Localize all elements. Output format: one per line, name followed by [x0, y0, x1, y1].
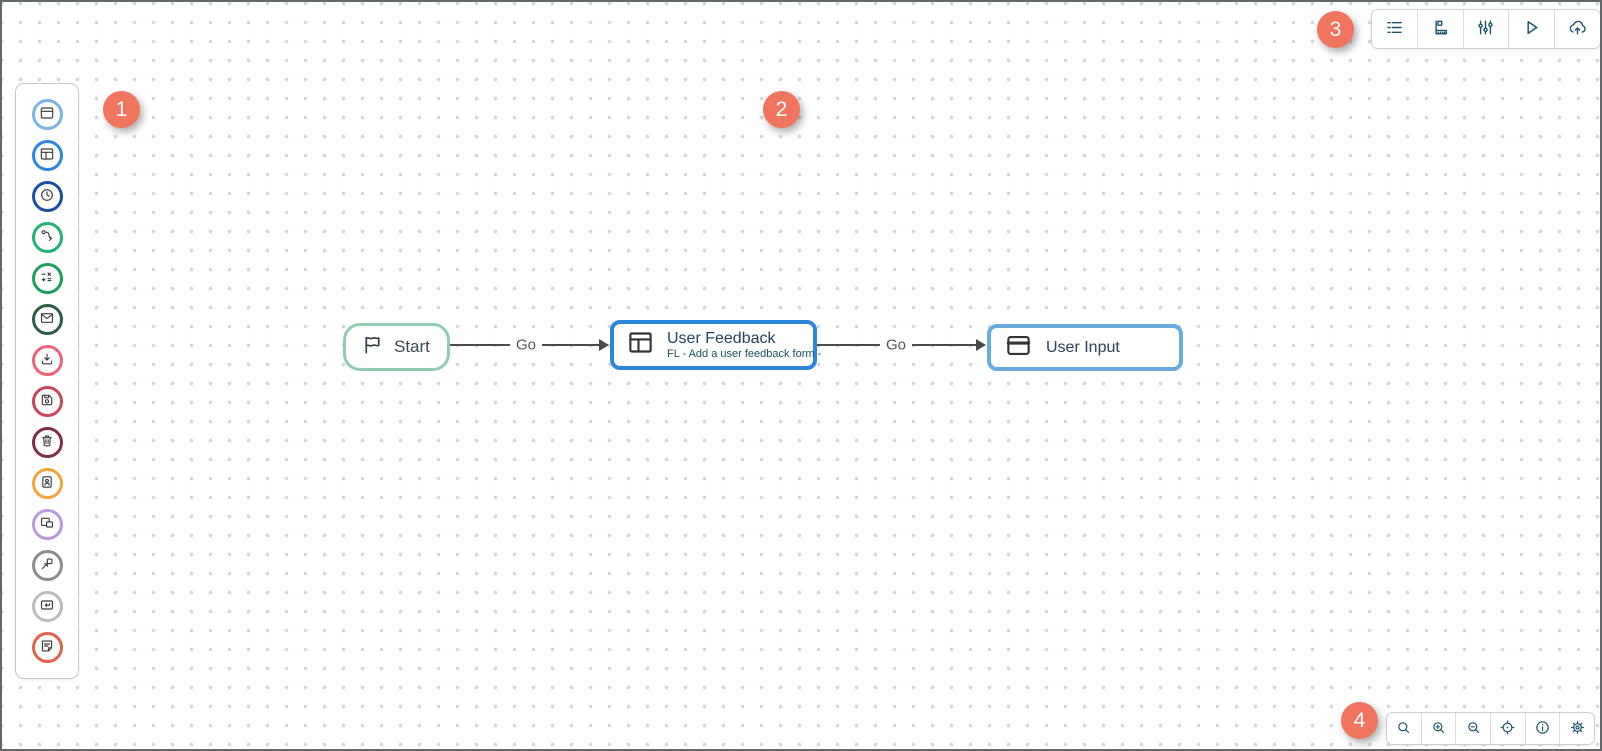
- palette-item-picture-in-picture[interactable]: [31, 509, 63, 540]
- fit-view-button[interactable]: [1491, 713, 1526, 744]
- clock-icon: [39, 187, 55, 206]
- waypoints-icon: [39, 228, 55, 247]
- run-button[interactable]: [1509, 10, 1556, 48]
- node-user-feedback-subtitle: FL - Add a user feedback form -: [667, 348, 822, 361]
- node-palette: [15, 83, 79, 679]
- outline-list-button[interactable]: [1372, 10, 1418, 48]
- flag-icon: [361, 333, 384, 361]
- palette-item-delete[interactable]: [31, 427, 63, 458]
- zoom-out-icon: [1465, 719, 1482, 739]
- publish-button[interactable]: [1555, 10, 1600, 48]
- sliders-icon: [1475, 17, 1496, 41]
- window-icon: [39, 105, 55, 124]
- annotation-marker-3: 3: [1317, 11, 1354, 48]
- edge-label-go-2: Go: [879, 336, 913, 354]
- info-icon: [1534, 719, 1551, 739]
- settings-gear-icon: [1569, 719, 1586, 739]
- list-icon: [1384, 17, 1405, 41]
- board-ruler-icon: [1430, 17, 1451, 41]
- palette-item-open-external[interactable]: [31, 550, 63, 581]
- palette-item-email[interactable]: [31, 304, 63, 335]
- node-user-input[interactable]: User Input: [987, 324, 1183, 371]
- input-card-icon: [1005, 332, 1032, 364]
- edge-label-go-1: Go: [509, 336, 543, 354]
- search-icon: [1395, 719, 1412, 739]
- search-button[interactable]: [1387, 713, 1422, 744]
- annotation-marker-1: 1: [103, 91, 140, 128]
- palette-item-enter[interactable]: [31, 591, 63, 622]
- arrowhead-icon: [976, 339, 986, 351]
- table-layout-icon: [627, 329, 654, 361]
- node-start-title: Start: [394, 337, 430, 356]
- arrowhead-icon: [599, 339, 609, 351]
- envelope-icon: [39, 310, 55, 329]
- zoom-out-button[interactable]: [1456, 713, 1492, 744]
- contact-card-icon: [39, 474, 55, 493]
- palette-item-contact[interactable]: [31, 468, 63, 499]
- node-user-feedback[interactable]: User Feedback FL - Add a user feedback f…: [610, 320, 821, 370]
- play-icon: [1521, 17, 1542, 41]
- enter-key-icon: [39, 597, 55, 616]
- info-button[interactable]: [1525, 713, 1561, 744]
- palette-item-note[interactable]: [31, 632, 63, 663]
- download-icon: [39, 351, 55, 370]
- bottom-toolbar: [1386, 712, 1595, 745]
- palette-item-download[interactable]: [31, 345, 63, 376]
- node-start[interactable]: Start: [343, 323, 450, 371]
- palette-item-delay[interactable]: [31, 181, 63, 212]
- trash-icon: [39, 433, 55, 452]
- picture-in-picture-icon: [39, 515, 55, 534]
- save-file-icon: [39, 392, 55, 411]
- annotation-marker-2: 2: [763, 91, 800, 128]
- palette-item-path[interactable]: [31, 222, 63, 253]
- zoom-in-button[interactable]: [1421, 713, 1457, 744]
- focus-target-icon: [1499, 719, 1516, 739]
- top-toolbar: [1371, 9, 1600, 49]
- palette-item-save[interactable]: [31, 386, 63, 417]
- node-user-feedback-title: User Feedback: [667, 329, 776, 347]
- adjustments-button[interactable]: [1463, 10, 1510, 48]
- zoom-in-icon: [1430, 719, 1447, 739]
- palette-item-form[interactable]: [31, 140, 63, 171]
- math-operations-icon: [39, 269, 55, 288]
- node-user-input-title: User Input: [1046, 338, 1120, 356]
- table-layout-icon: [39, 146, 55, 165]
- palette-item-calculation[interactable]: [31, 263, 63, 294]
- cloud-upload-icon: [1567, 17, 1588, 41]
- palette-item-window[interactable]: [31, 99, 63, 130]
- settings-button[interactable]: [1560, 713, 1594, 744]
- note-icon: [39, 638, 55, 657]
- external-link-icon: [39, 556, 55, 575]
- annotation-marker-4: 4: [1341, 702, 1378, 739]
- board-ruler-button[interactable]: [1417, 10, 1464, 48]
